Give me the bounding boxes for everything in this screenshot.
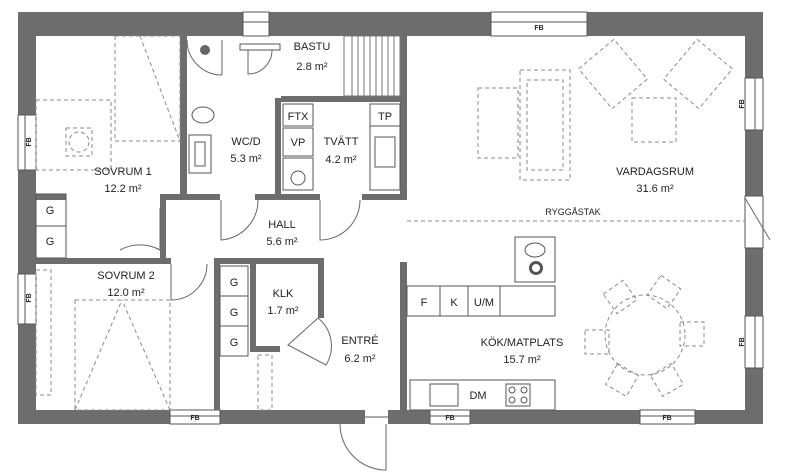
room-sovrum1-area: 12.2 m² [104, 183, 142, 195]
ridge-label: RYGGÅSTAK [545, 207, 600, 217]
room-hall-area: 5.6 m² [266, 236, 298, 248]
room-tvatt-name: TVÄTT [324, 136, 359, 148]
room-hall-name: HALL [268, 219, 296, 231]
sauna-bench [343, 35, 401, 97]
room-wcd-name: WC/D [231, 136, 260, 148]
fb-label-left-2: FB [26, 293, 33, 302]
room-sovrum1-name: SOVRUM 1 [94, 166, 151, 178]
wc-door [220, 199, 259, 241]
oven-label: U/M [474, 297, 494, 309]
dining-set [584, 274, 705, 398]
wardrobe-g-3: G [230, 277, 239, 289]
room-sovrum2-area: 12.0 m² [107, 287, 145, 299]
room-vardagsrum-area: 31.6 m² [636, 183, 674, 195]
wardrobe-g-4: G [230, 307, 239, 319]
tp-label: TP [378, 111, 392, 123]
balcony-door [744, 197, 771, 241]
fb-label-bottom-2: FB [445, 415, 454, 422]
fb-label-bottom-3: FB [662, 415, 671, 422]
living-furniture [477, 38, 734, 181]
freezer-label: K [450, 297, 458, 309]
room-klk-area: 1.7 m² [267, 305, 299, 317]
interior-walls [36, 36, 407, 410]
laundry-door [319, 199, 361, 241]
fridge-label: F [421, 297, 428, 309]
sauna-door [247, 49, 273, 75]
klk-door [287, 317, 332, 366]
room-klk-name: KLK [273, 288, 294, 300]
laundry-fixtures [282, 103, 401, 191]
room-kok-area: 15.7 m² [503, 354, 541, 366]
fb-label-right-2: FB [739, 337, 746, 346]
room-vardagsrum-name: VARDAGSRUM [616, 166, 694, 178]
wardrobe-g-5: G [230, 337, 239, 349]
bathroom-fixtures [186, 39, 223, 174]
vp-label: VP [291, 137, 306, 149]
room-bastu-name: BASTU [294, 41, 331, 53]
room-kok-name: KÖK/MATPLATS [481, 337, 564, 349]
room-tvatt-area: 4.2 m² [325, 154, 357, 166]
wardrobe-g-2: G [46, 236, 55, 248]
room-entre-name: ENTRÉ [341, 334, 378, 347]
bedroom1-furniture [35, 35, 181, 259]
bedroom1-door [119, 208, 161, 251]
ftx-label: FTX [288, 111, 309, 123]
room-bastu-area: 2.8 m² [296, 61, 328, 73]
room-sovrum2-name: SOVRUM 2 [97, 270, 154, 282]
exterior-walls [18, 12, 763, 424]
dishwasher-label: DM [469, 390, 486, 402]
bedroom2-furniture [35, 263, 208, 411]
fb-label-top: FB [534, 25, 543, 32]
kitchen-fixtures [406, 236, 556, 411]
fb-label-bottom-1: FB [190, 415, 199, 422]
room-wcd-area: 5.3 m² [230, 153, 262, 165]
entrance-door [339, 423, 387, 471]
windows [17, 11, 764, 425]
fb-label-left-1: FB [26, 137, 33, 146]
hall-wardrobes [219, 265, 249, 357]
wardrobe-g-1: G [46, 205, 55, 217]
fb-label-right-1: FB [739, 99, 746, 108]
shoe-rack [257, 354, 273, 411]
room-entre-area: 6.2 m² [344, 353, 376, 365]
